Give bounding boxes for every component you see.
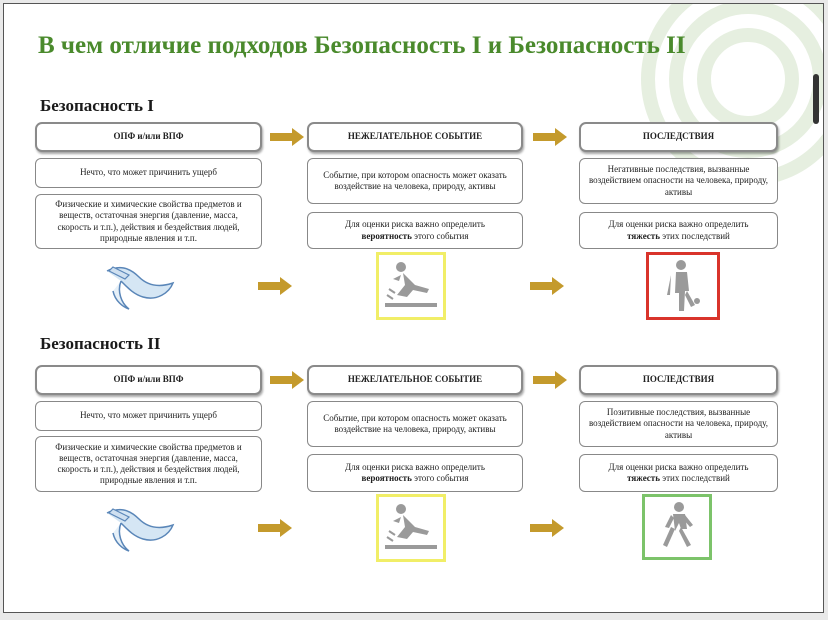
walking-person-icon	[642, 494, 712, 560]
slide: В чем отличие подходов Безопасность I и …	[3, 3, 824, 613]
scrollbar[interactable]	[813, 74, 819, 124]
injured-person-icon	[646, 252, 720, 320]
page-title: В чем отличие подходов Безопасность I и …	[38, 32, 686, 59]
col1-text2: Физические и химические свойства предмет…	[35, 436, 262, 492]
col2-text1: Событие, при котором опасность может ока…	[307, 158, 523, 204]
col3-header: ПОСЛЕДСТВИЯ	[579, 365, 778, 395]
arrow-right-icon	[533, 128, 567, 146]
slip-fall-icon	[376, 252, 446, 320]
section-heading: Безопасность I	[40, 96, 154, 115]
banana-peel-icon	[99, 257, 179, 315]
col1-header: ОПФ и/или ВПФ	[35, 365, 262, 395]
arrow-right-icon	[530, 277, 564, 295]
col2-header: НЕЖЕЛАТЕЛЬНОЕ СОБЫТИЕ	[307, 122, 523, 152]
col2-text1: Событие, при котором опасность может ока…	[307, 401, 523, 447]
col1-text2: Физические и химические свойства предмет…	[35, 194, 262, 249]
col3-text1: Негативные последствия, вызванные воздей…	[579, 158, 778, 204]
col1-header: ОПФ и/или ВПФ	[35, 122, 262, 152]
arrow-right-icon	[258, 519, 292, 537]
col2-header: НЕЖЕЛАТЕЛЬНОЕ СОБЫТИЕ	[307, 365, 523, 395]
arrow-right-icon	[270, 371, 304, 389]
arrow-right-icon	[270, 128, 304, 146]
banana-peel-icon	[99, 499, 179, 557]
arrow-right-icon	[258, 277, 292, 295]
col3-text1: Позитивные последствия, вызванные воздей…	[579, 401, 778, 447]
col3-header: ПОСЛЕДСТВИЯ	[579, 122, 778, 152]
arrow-right-icon	[533, 371, 567, 389]
col1-text1: Нечто, что может причинить ущерб	[35, 158, 262, 188]
section-heading: Безопасность II	[40, 334, 161, 353]
slip-fall-icon	[376, 494, 446, 562]
arrow-right-icon	[530, 519, 564, 537]
col1-text1: Нечто, что может причинить ущерб	[35, 401, 262, 431]
